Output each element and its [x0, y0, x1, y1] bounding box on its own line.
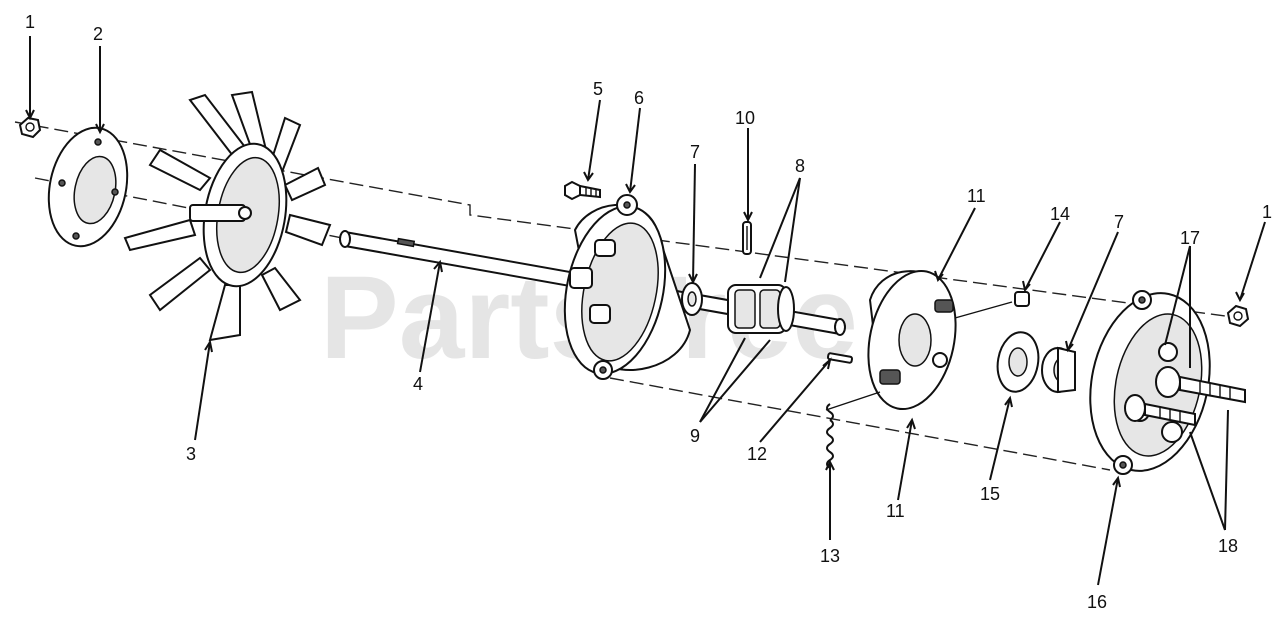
callout-15: 15	[980, 484, 1000, 504]
callout-13: 13	[820, 546, 840, 566]
spacer	[681, 282, 703, 316]
callout-11-bottom: 11	[886, 501, 905, 521]
callout-7-right: 7	[1114, 212, 1124, 232]
washer	[996, 331, 1040, 393]
front-housing	[563, 194, 692, 380]
callout-14: 14	[1050, 204, 1070, 224]
cooling-fan	[123, 90, 332, 342]
callout-17: 17	[1180, 228, 1200, 248]
callout-16: 16	[1087, 592, 1107, 612]
callout-8: 8	[795, 156, 805, 176]
hex-nut-left	[18, 116, 42, 139]
callout-7-left: 7	[690, 142, 700, 162]
roll-pin	[742, 221, 752, 255]
callout-2: 2	[93, 24, 103, 44]
callout-18: 18	[1218, 536, 1238, 556]
callout-1-right: 1	[1262, 202, 1272, 222]
bolt	[564, 180, 601, 201]
callout-labels: 1 2 3 4 5 6 7 8 9 10 11 11 12 13 14 7 15…	[25, 12, 1272, 612]
fan-hub-plate	[47, 126, 129, 248]
callout-11-top: 11	[967, 186, 986, 206]
small-pin	[826, 352, 854, 364]
bushing	[1041, 346, 1076, 394]
callout-3: 3	[186, 444, 196, 464]
callout-5: 5	[593, 79, 603, 99]
callout-6: 6	[634, 88, 644, 108]
callout-12: 12	[747, 444, 767, 464]
spring	[825, 391, 881, 469]
clutch-plate	[867, 269, 957, 411]
callout-9: 9	[690, 426, 700, 446]
callout-4: 4	[413, 374, 423, 394]
callout-10: 10	[735, 108, 755, 128]
callout-1-left: 1	[25, 12, 35, 32]
hex-nut-right	[1226, 304, 1250, 328]
studs	[1124, 366, 1246, 427]
leader-lines	[25, 36, 1266, 586]
woodruff-key	[954, 291, 1030, 319]
coupler-assembly	[727, 284, 795, 334]
